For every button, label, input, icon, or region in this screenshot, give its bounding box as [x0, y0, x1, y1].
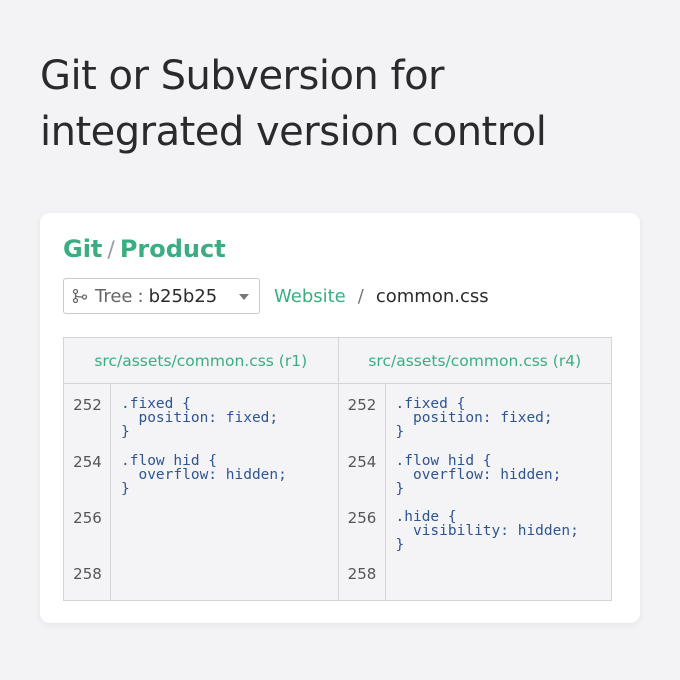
line-number-gutter: [64, 384, 111, 601]
code-block: .fixed { position: fixed; }: [121, 396, 279, 440]
path-folder-link[interactable]: Website: [274, 285, 346, 307]
diff-pane-right-title[interactable]: src/assets/common.css (r4): [338, 338, 611, 384]
line-number: 258: [73, 565, 102, 583]
repository-card: Git / Product Tree : b25b25 Website / co…: [40, 213, 640, 623]
line-number: 256: [73, 509, 102, 527]
breadcrumb-separator: /: [107, 238, 115, 263]
line-number: 256: [347, 509, 377, 527]
line-number: 252: [73, 396, 102, 414]
code-block: .flow hid { overflow: hidden; }: [395, 453, 562, 497]
path-separator: /: [357, 285, 364, 307]
file-path-breadcrumb: Website / common.css: [274, 286, 489, 307]
code-block: .fixed { position: fixed; }: [395, 396, 553, 440]
diff-pane-right-body: 252 .fixed { position: fixed; } 254 .flo…: [339, 384, 612, 601]
tree-select-revision: b25b25: [148, 285, 218, 307]
line-number: 258: [347, 565, 377, 583]
diff-pane-left-body: 252 .fixed { position: fixed; } 254 .flo…: [64, 384, 338, 601]
chevron-down-icon: [239, 294, 249, 300]
headline-line-2: integrated version control: [40, 109, 547, 155]
page-headline: Git or Subversion for integrated version…: [40, 48, 650, 160]
diff-pane-left: src/assets/common.css (r1) 252 .fixed { …: [64, 338, 338, 601]
path-current-file: common.css: [375, 285, 489, 307]
git-branch-icon: [72, 288, 88, 304]
file-toolbar: Tree : b25b25 Website / common.css: [63, 278, 489, 314]
headline-line-1: Git or Subversion for: [40, 53, 445, 99]
tree-select-label: Tree: [95, 285, 133, 307]
line-number: 254: [73, 453, 102, 471]
breadcrumb-vcs-link[interactable]: Git: [63, 235, 103, 263]
line-number-gutter: [339, 384, 386, 601]
repository-breadcrumb: Git / Product: [63, 235, 226, 263]
breadcrumb-project-link[interactable]: Product: [119, 235, 226, 263]
file-diff-view: src/assets/common.css (r1) 252 .fixed { …: [63, 337, 612, 601]
tree-revision-select[interactable]: Tree : b25b25: [63, 278, 260, 314]
code-block: .hide { visibility: hidden; }: [395, 509, 579, 553]
code-block: .flow hid { overflow: hidden; }: [121, 453, 287, 497]
diff-pane-left-title[interactable]: src/assets/common.css (r1): [64, 338, 338, 384]
line-number: 252: [347, 396, 377, 414]
tree-select-separator: :: [137, 285, 144, 307]
line-number: 254: [347, 453, 377, 471]
diff-pane-right: src/assets/common.css (r4) 252 .fixed { …: [337, 338, 612, 601]
